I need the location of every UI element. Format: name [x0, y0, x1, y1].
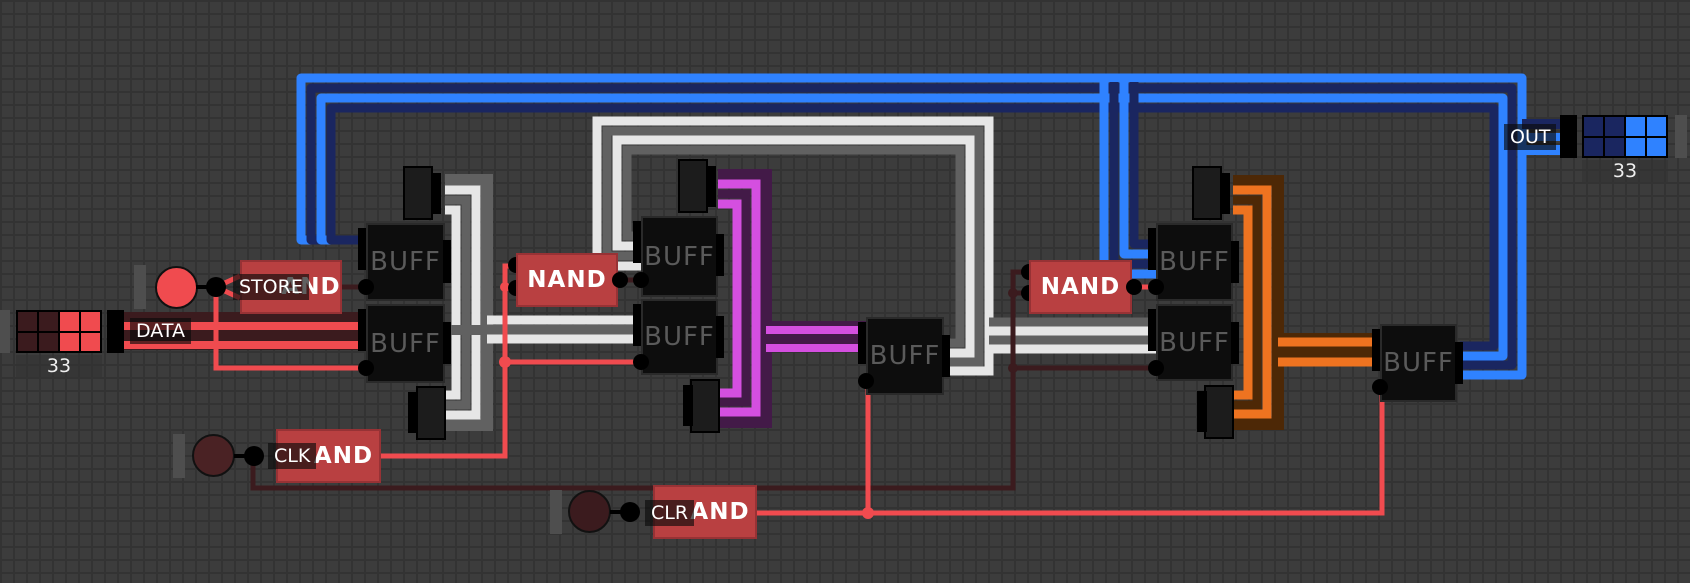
bus-splitter-bottom-1[interactable]: [416, 386, 446, 440]
bus-splitter-top-3[interactable]: [1192, 166, 1222, 220]
out-value: 33: [1582, 160, 1668, 182]
buff-enable-pin: [358, 360, 374, 376]
clr-label: CLR: [645, 500, 695, 526]
data-bit[interactable]: [81, 312, 100, 331]
buffer-2b[interactable]: BUFF: [641, 299, 718, 375]
clr-button[interactable]: [568, 490, 611, 533]
and-gate-clr[interactable]: AND: [653, 485, 757, 539]
clr-drag-handle[interactable]: [550, 490, 562, 534]
out-label: OUT: [1504, 124, 1557, 150]
store-button[interactable]: [155, 266, 198, 309]
clk-output-pin: [244, 446, 264, 466]
data-drag-handle[interactable]: [0, 310, 10, 353]
out-bit: [1605, 117, 1624, 136]
buff-input-pin: [358, 309, 366, 351]
nand-gate-2[interactable]: NAND: [1029, 260, 1132, 314]
buff-output-pin: [443, 322, 451, 364]
buff-output-pin: [443, 240, 451, 283]
store-label: STORE: [233, 274, 309, 300]
bus-splitter-top-2[interactable]: [678, 159, 708, 213]
bus-splitter-top-1[interactable]: [403, 166, 433, 220]
wire-junctions: [499, 282, 1018, 519]
gray-bus-1[interactable]: [445, 174, 641, 431]
buffer-mid[interactable]: BUFF: [866, 317, 944, 395]
buff-input-pin: [858, 322, 866, 364]
splitter-pin: [1197, 391, 1207, 432]
buff-input-pin: [1372, 329, 1380, 371]
buff-enable-pin: [1148, 279, 1164, 295]
buff-enable-pin: [633, 354, 649, 370]
buff-output-pin: [1231, 322, 1239, 364]
data-bit[interactable]: [18, 332, 37, 351]
data-bit[interactable]: [60, 332, 79, 351]
bus-splitter-bottom-2[interactable]: [690, 379, 720, 433]
clk-label: CLK: [268, 443, 317, 469]
buff-input-pin: [1148, 228, 1156, 270]
buffer-3a[interactable]: BUFF: [1156, 223, 1233, 301]
buff-enable-pin: [358, 279, 374, 295]
buff-input-pin: [633, 221, 641, 263]
data-bit-display[interactable]: [16, 310, 102, 353]
splitter-pin: [408, 392, 418, 433]
out-bit: [1647, 137, 1666, 156]
data-bit[interactable]: [39, 332, 58, 351]
out-bit: [1647, 117, 1666, 136]
splitter-pin: [1220, 173, 1230, 214]
buff-input-pin: [1148, 309, 1156, 351]
data-bit[interactable]: [60, 312, 79, 331]
buff-enable-pin: [633, 272, 649, 288]
splitter-pin: [706, 166, 716, 207]
orange-bus[interactable]: [1233, 175, 1380, 430]
nand-gate-1[interactable]: NAND: [516, 253, 618, 307]
splitter-pin: [431, 173, 441, 214]
nand2-output-pin: [1126, 279, 1142, 295]
clk-drag-handle[interactable]: [173, 434, 185, 478]
bus-splitter-bottom-3[interactable]: [1204, 385, 1234, 439]
store-output-pin: [206, 277, 226, 297]
out-bit: [1584, 137, 1603, 156]
splitter-pin: [683, 385, 693, 426]
buff-enable-pin: [1148, 360, 1164, 376]
clk-button[interactable]: [192, 434, 235, 477]
buff-output-pin: [1231, 241, 1239, 283]
out-bit: [1605, 137, 1624, 156]
out-bit: [1584, 117, 1603, 136]
data-bit[interactable]: [39, 312, 58, 331]
buff-enable-pin: [1372, 379, 1388, 395]
data-output-connector: [107, 310, 124, 353]
buff-enable-pin: [858, 373, 874, 389]
buff-output-pin: [942, 335, 950, 377]
out-drag-handle[interactable]: [1675, 115, 1687, 158]
buff-output-pin: [716, 234, 724, 276]
magenta-bus[interactable]: [718, 169, 866, 428]
out-bit-display: [1582, 115, 1668, 158]
data-bit[interactable]: [18, 312, 37, 331]
buffer-3b[interactable]: BUFF: [1156, 304, 1233, 381]
buffer-1a[interactable]: BUFF: [366, 223, 445, 301]
clr-output-pin: [620, 502, 640, 522]
buffer-2a[interactable]: BUFF: [641, 216, 718, 297]
buffer-1b[interactable]: BUFF: [366, 304, 445, 383]
buff-output-pin: [1455, 342, 1463, 384]
out-input-connector: [1560, 115, 1577, 158]
data-bit[interactable]: [81, 332, 100, 351]
data-value: 33: [16, 355, 102, 377]
buff-input-pin: [358, 228, 366, 270]
data-label: DATA: [130, 318, 191, 344]
out-bit: [1626, 137, 1645, 156]
store-drag-handle[interactable]: [134, 265, 146, 309]
buffer-out[interactable]: BUFF: [1380, 324, 1457, 402]
buff-input-pin: [633, 304, 641, 346]
buff-output-pin: [716, 316, 724, 358]
nand1-output-pin: [612, 272, 628, 288]
out-bit: [1626, 117, 1645, 136]
